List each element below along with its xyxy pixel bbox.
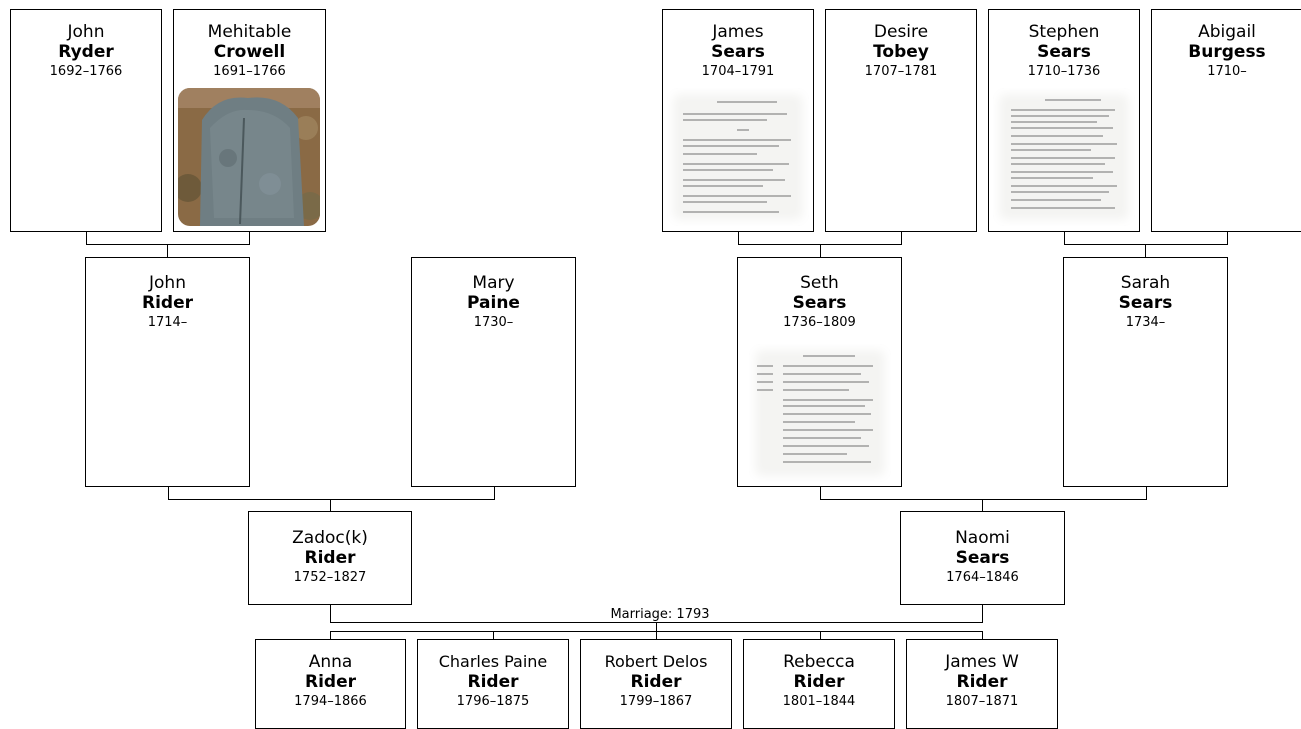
given-name: Charles Paine bbox=[438, 652, 548, 671]
surname: Sears bbox=[792, 293, 847, 313]
given-name: Naomi bbox=[955, 528, 1010, 548]
life-dates: 1714– bbox=[147, 315, 188, 330]
surname: Tobey bbox=[873, 42, 929, 62]
connector bbox=[820, 244, 821, 258]
connector bbox=[982, 499, 983, 512]
person-card-stephen-sears[interactable]: Stephen Sears 1710–1736 bbox=[988, 9, 1140, 232]
connector bbox=[1064, 244, 1228, 245]
surname: Rider bbox=[142, 293, 193, 313]
surname: Crowell bbox=[213, 42, 286, 62]
person-card-rebecca-rider[interactable]: Rebecca Rider 1801–1844 bbox=[743, 639, 895, 729]
connector bbox=[86, 244, 250, 245]
surname: Sears bbox=[955, 548, 1010, 568]
surname: Ryder bbox=[58, 42, 114, 62]
gravestone-photo[interactable] bbox=[178, 88, 320, 226]
given-name: Anna bbox=[308, 652, 353, 672]
document-photo[interactable] bbox=[749, 344, 891, 482]
given-name: Mehitable bbox=[207, 22, 292, 42]
life-dates: 1752–1827 bbox=[293, 570, 367, 585]
connector bbox=[738, 231, 739, 244]
given-name: Sarah bbox=[1120, 273, 1171, 293]
person-card-robert-delos-rider[interactable]: Robert Delos Rider 1799–1867 bbox=[580, 639, 732, 729]
document-photo[interactable] bbox=[667, 88, 809, 226]
person-card-zadock-rider[interactable]: Zadoc(k) Rider 1752–1827 bbox=[248, 511, 412, 605]
person-card-john-ryder[interactable]: John Ryder 1692–1766 bbox=[10, 9, 162, 232]
life-dates: 1764–1846 bbox=[946, 570, 1019, 585]
connector bbox=[167, 244, 168, 258]
life-dates: 1707–1781 bbox=[864, 64, 938, 79]
given-name: John bbox=[67, 22, 105, 42]
connector bbox=[330, 604, 331, 622]
surname: Rider bbox=[956, 672, 1008, 692]
given-name: Robert Delos bbox=[604, 652, 708, 671]
person-card-james-sears[interactable]: James Sears 1704–1791 bbox=[662, 9, 814, 232]
person-card-abigail-burgess[interactable]: Abigail Burgess 1710– bbox=[1151, 9, 1301, 232]
connector bbox=[86, 231, 87, 244]
given-name: James bbox=[712, 22, 764, 42]
life-dates: 1796–1875 bbox=[456, 694, 530, 709]
surname: Paine bbox=[467, 293, 520, 313]
life-dates: 1710–1736 bbox=[1027, 64, 1101, 79]
given-name: Desire bbox=[873, 22, 929, 42]
life-dates: 1794–1866 bbox=[294, 694, 367, 709]
connector bbox=[901, 231, 902, 244]
connector bbox=[168, 499, 495, 500]
connector bbox=[1064, 231, 1065, 244]
document-photo[interactable] bbox=[993, 88, 1135, 226]
given-name: Abigail bbox=[1198, 22, 1256, 42]
connector bbox=[493, 631, 494, 640]
connector bbox=[820, 499, 1147, 500]
connector bbox=[1145, 244, 1146, 258]
person-card-mary-paine[interactable]: Mary Paine 1730– bbox=[411, 257, 576, 487]
given-name: Zadoc(k) bbox=[292, 528, 368, 548]
life-dates: 1801–1844 bbox=[782, 694, 856, 709]
surname: Rider bbox=[630, 672, 682, 692]
life-dates: 1799–1867 bbox=[619, 694, 693, 709]
surname: Sears bbox=[1118, 293, 1173, 313]
life-dates: 1692–1766 bbox=[49, 64, 123, 79]
surname: Rider bbox=[305, 672, 356, 692]
given-name: Mary bbox=[472, 273, 515, 293]
connector bbox=[982, 631, 983, 640]
life-dates: 1734– bbox=[1125, 315, 1166, 330]
person-card-desire-tobey[interactable]: Desire Tobey 1707–1781 bbox=[825, 9, 977, 232]
given-name: Stephen bbox=[1028, 22, 1100, 42]
surname: Sears bbox=[711, 42, 765, 62]
given-name: Rebecca bbox=[783, 652, 855, 672]
surname: Rider bbox=[304, 548, 356, 568]
given-name: John bbox=[149, 273, 186, 293]
connector bbox=[656, 622, 657, 640]
connector bbox=[1227, 231, 1228, 244]
connector bbox=[820, 631, 821, 640]
connector bbox=[330, 631, 331, 640]
life-dates: 1730– bbox=[473, 315, 514, 330]
person-card-john-rider[interactable]: John Rider 1714– bbox=[85, 257, 250, 487]
marriage-label: Marriage: 1793 bbox=[610, 607, 710, 622]
person-card-mehitable-crowell[interactable]: Mehitable Crowell 1691–1766 bbox=[173, 9, 326, 232]
life-dates: 1736–1809 bbox=[783, 315, 856, 330]
surname: Sears bbox=[1037, 42, 1091, 62]
person-card-anna-rider[interactable]: Anna Rider 1794–1866 bbox=[255, 639, 406, 729]
connector bbox=[168, 486, 169, 499]
life-dates: 1704–1791 bbox=[701, 64, 775, 79]
surname: Rider bbox=[467, 672, 519, 692]
person-card-charles-paine-rider[interactable]: Charles Paine Rider 1796–1875 bbox=[417, 639, 569, 729]
given-name: James W bbox=[945, 652, 1019, 672]
person-card-seth-sears[interactable]: Seth Sears 1736–1809 bbox=[737, 257, 902, 487]
surname: Rider bbox=[793, 672, 845, 692]
life-dates: 1807–1871 bbox=[945, 694, 1019, 709]
life-dates: 1691–1766 bbox=[213, 64, 286, 79]
connector bbox=[494, 486, 495, 499]
person-card-sarah-sears[interactable]: Sarah Sears 1734– bbox=[1063, 257, 1228, 487]
connector bbox=[330, 499, 331, 512]
connector bbox=[982, 604, 983, 622]
connector bbox=[1146, 486, 1147, 499]
person-card-naomi-sears[interactable]: Naomi Sears 1764–1846 bbox=[900, 511, 1065, 605]
connector bbox=[820, 486, 821, 499]
person-card-james-w-rider[interactable]: James W Rider 1807–1871 bbox=[906, 639, 1058, 729]
connector bbox=[249, 231, 250, 244]
life-dates: 1710– bbox=[1207, 64, 1247, 79]
given-name: Seth bbox=[800, 273, 839, 293]
surname: Burgess bbox=[1188, 42, 1266, 62]
